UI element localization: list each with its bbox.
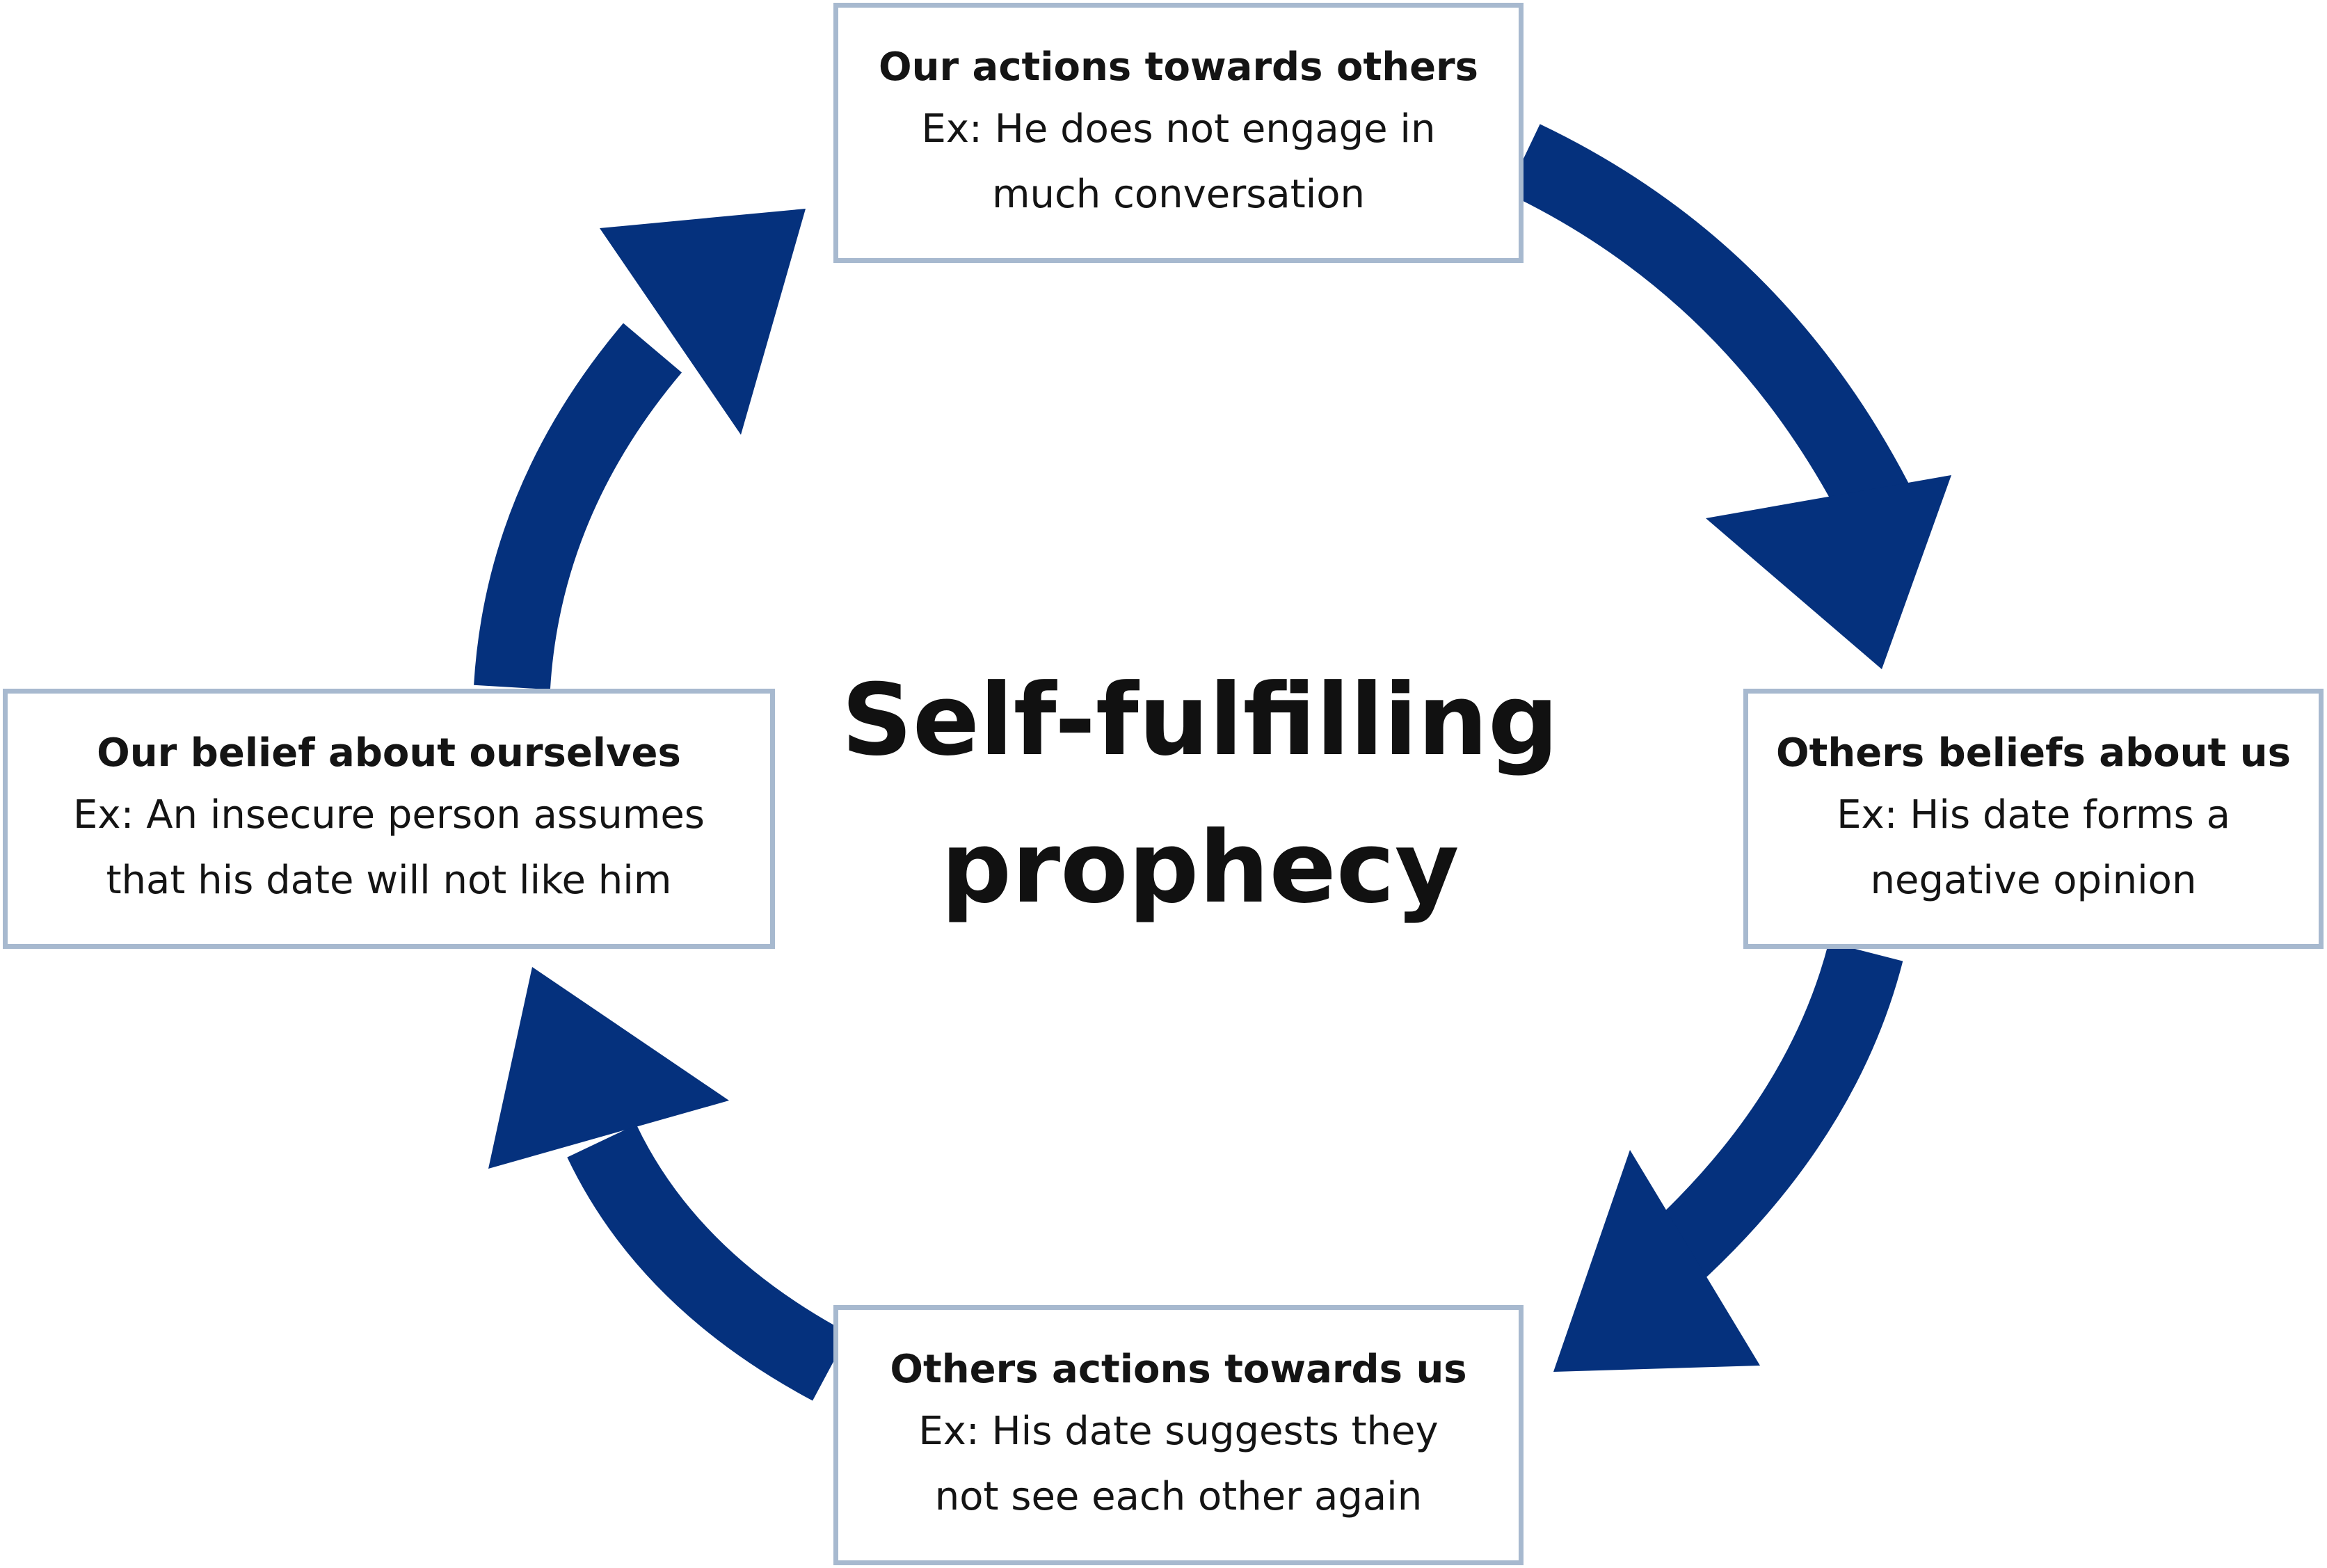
node-others-beliefs-title: Others beliefs about us — [1776, 730, 2291, 776]
arrow-left-to-top-shaft — [474, 323, 682, 690]
arrow-left-to-top-head — [600, 209, 806, 435]
arrow-bottom-to-left — [488, 967, 849, 1401]
arrow-right-to-bottom — [1553, 942, 1903, 1372]
node-our-actions-title: Our actions towards others — [878, 45, 1479, 90]
node-our-belief: Our belief about ourselves Ex: An insecu… — [3, 689, 775, 949]
arrow-left-to-top — [474, 209, 806, 690]
node-our-actions-example: Ex: He does not engage in much conversat… — [921, 106, 1436, 217]
node-others-actions-title: Others actions towards us — [890, 1347, 1467, 1392]
arrow-bottom-to-left-shaft — [567, 1123, 849, 1401]
node-others-beliefs: Others beliefs about us Ex: His date for… — [1743, 689, 2324, 949]
arrow-top-to-right-head — [1706, 475, 1951, 669]
arrow-right-to-bottom-head — [1553, 1150, 1760, 1372]
node-others-actions: Others actions towards us Ex: His date s… — [833, 1305, 1524, 1565]
arrow-right-to-bottom-shaft — [1643, 942, 1903, 1288]
node-others-actions-example: Ex: His date suggests they not see each … — [918, 1409, 1439, 1519]
node-our-belief-title: Our belief about ourselves — [97, 730, 681, 776]
arrow-top-to-right — [1507, 124, 1951, 669]
node-our-actions: Our actions towards others Ex: He does n… — [833, 3, 1524, 263]
node-our-belief-example: Ex: An insecure person assumes that his … — [73, 792, 705, 903]
arrow-bottom-to-left-head — [488, 967, 729, 1169]
arrow-top-to-right-shaft — [1507, 124, 1917, 532]
node-others-beliefs-example: Ex: His date forms a negative opinion — [1837, 792, 2230, 903]
center-title: Self-fulfilling prophecy — [841, 663, 1559, 925]
